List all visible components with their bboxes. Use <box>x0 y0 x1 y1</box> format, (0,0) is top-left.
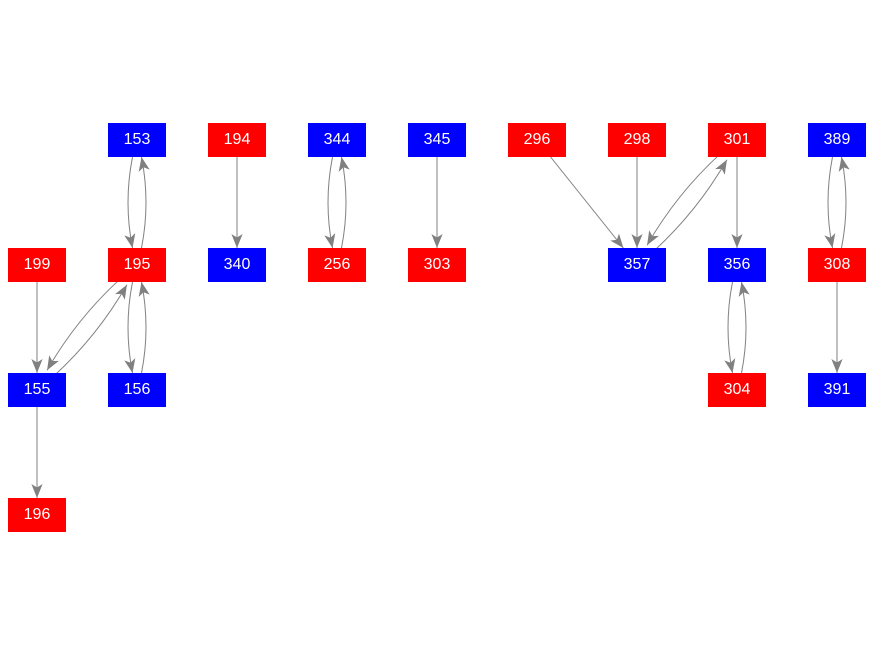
edge-155-to-195 <box>53 284 128 377</box>
node-357[interactable]: 357 <box>608 248 666 282</box>
edge-356-to-304 <box>724 281 736 374</box>
node-196[interactable]: 196 <box>8 498 66 532</box>
node-301[interactable]: 301 <box>708 123 766 157</box>
node-199[interactable]: 199 <box>8 248 66 282</box>
node-345[interactable]: 345 <box>408 123 466 157</box>
edge-156-to-195 <box>138 281 150 374</box>
node-304[interactable]: 304 <box>708 373 766 407</box>
node-195[interactable]: 195 <box>108 248 166 282</box>
node-340[interactable]: 340 <box>208 248 266 282</box>
node-298[interactable]: 298 <box>608 123 666 157</box>
node-155[interactable]: 155 <box>8 373 66 407</box>
node-308[interactable]: 308 <box>808 248 866 282</box>
node-256[interactable]: 256 <box>308 248 366 282</box>
node-389[interactable]: 389 <box>808 123 866 157</box>
edge-308-to-389 <box>838 156 850 249</box>
node-391[interactable]: 391 <box>808 373 866 407</box>
node-356[interactable]: 356 <box>708 248 766 282</box>
edge-304-to-356 <box>738 281 750 374</box>
edge-301-to-357 <box>646 153 721 246</box>
edge-389-to-308 <box>824 156 836 249</box>
edge-344-to-256 <box>324 156 336 249</box>
edge-195-to-155 <box>46 278 121 371</box>
node-156[interactable]: 156 <box>108 373 166 407</box>
node-344[interactable]: 344 <box>308 123 366 157</box>
edge-195-to-153 <box>138 156 150 249</box>
node-194[interactable]: 194 <box>208 123 266 157</box>
edge-296-to-357 <box>550 156 624 249</box>
edge-357-to-301 <box>653 159 728 252</box>
node-303[interactable]: 303 <box>408 248 466 282</box>
edge-195-to-156 <box>124 281 136 374</box>
edge-256-to-344 <box>338 156 350 249</box>
node-153[interactable]: 153 <box>108 123 166 157</box>
edge-153-to-195 <box>124 156 136 249</box>
node-296[interactable]: 296 <box>508 123 566 157</box>
